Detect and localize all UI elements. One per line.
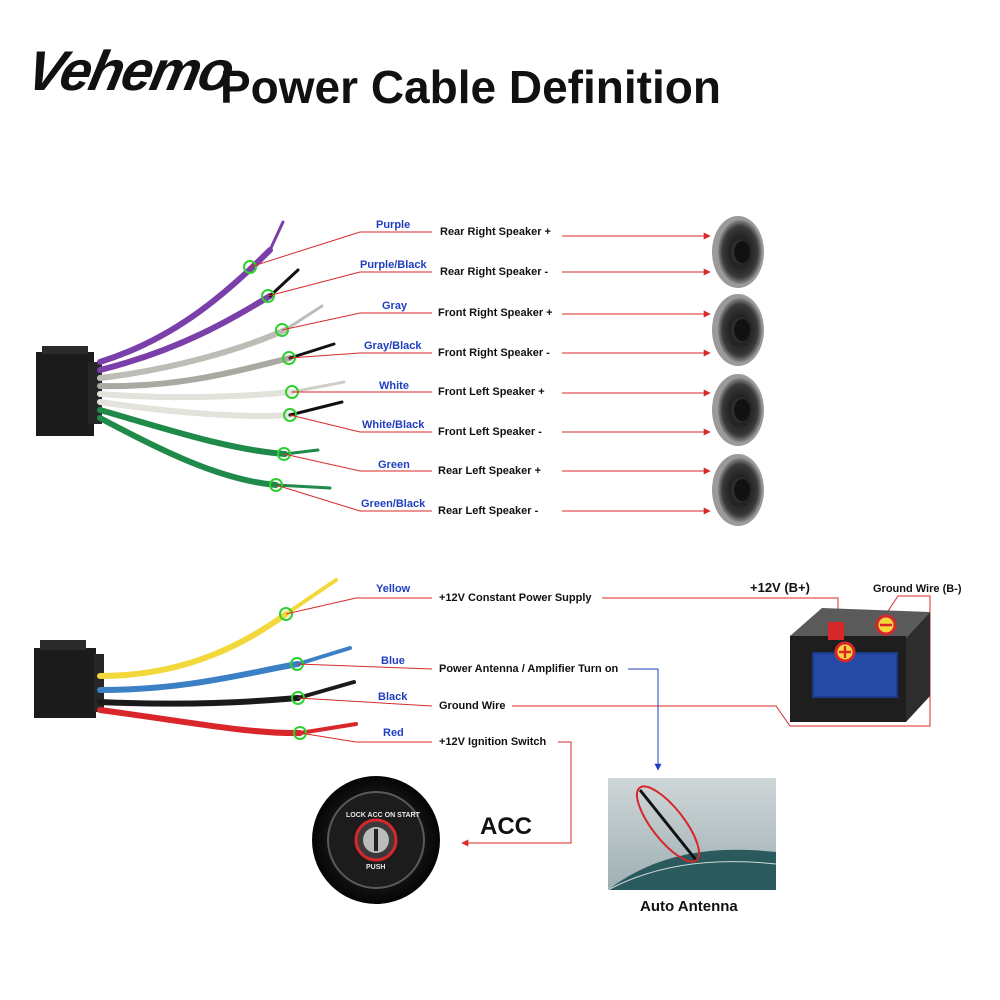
marker-green-black bbox=[269, 478, 283, 492]
function-label-front-left-plus: Front Left Speaker + bbox=[438, 386, 545, 398]
antenna-photo bbox=[607, 778, 777, 891]
function-label-ignition: +12V Ignition Switch bbox=[439, 736, 547, 748]
wire-label-purple-black: Purple/Black bbox=[360, 259, 427, 271]
power-harness-connector bbox=[34, 640, 104, 718]
wire-label-gray: Gray bbox=[382, 300, 408, 312]
function-label-rear-left-minus: Rear Left Speaker - bbox=[438, 505, 539, 517]
battery bbox=[790, 608, 930, 722]
wire-label-red: Red bbox=[383, 727, 404, 739]
function-label-front-left-minus: Front Left Speaker - bbox=[438, 426, 542, 438]
ignition-switch bbox=[312, 776, 440, 904]
ignition-push-text: PUSH bbox=[366, 864, 386, 871]
wire-label-blue: Blue bbox=[381, 655, 405, 667]
speaker-rear-left bbox=[712, 454, 764, 526]
speaker-front-left bbox=[712, 374, 764, 446]
function-label-rear-left-plus: Rear Left Speaker + bbox=[438, 465, 542, 477]
wire-label-green: Green bbox=[378, 459, 410, 471]
wire-label-black: Black bbox=[378, 691, 408, 703]
marker-purple bbox=[243, 260, 257, 274]
marker-gray bbox=[275, 323, 289, 337]
wire-markers bbox=[243, 260, 307, 740]
power-harness-wires bbox=[97, 578, 358, 737]
wire-label-yellow: Yellow bbox=[376, 583, 411, 595]
function-label-constant-power: +12V Constant Power Supply bbox=[439, 592, 592, 604]
acc-label: ACC bbox=[480, 813, 532, 840]
function-label-front-right-plus: Front Right Speaker + bbox=[438, 307, 553, 319]
marker-green bbox=[277, 447, 291, 461]
marker-red bbox=[293, 726, 307, 740]
marker-purple-black bbox=[261, 289, 275, 303]
speaker-rear-right bbox=[712, 216, 764, 288]
function-label-front-right-minus: Front Right Speaker - bbox=[438, 347, 550, 359]
wire-label-gray-black: Gray/Black bbox=[364, 340, 422, 352]
speaker-arrows bbox=[562, 232, 711, 515]
speaker-harness-wires bbox=[97, 220, 346, 490]
wire-label-white-black: White/Black bbox=[362, 419, 425, 431]
wire-label-white: White bbox=[379, 380, 409, 392]
wire-label-green-black: Green/Black bbox=[361, 498, 426, 510]
battery-plus-label: +12V (B+) bbox=[750, 580, 810, 595]
wire-label-purple: Purple bbox=[376, 219, 411, 231]
leader-lines bbox=[249, 231, 433, 743]
function-label-antenna-turn-on: Power Antenna / Amplifier Turn on bbox=[439, 663, 619, 675]
speaker-front-right bbox=[712, 294, 764, 366]
function-label-ground: Ground Wire bbox=[439, 700, 506, 712]
speaker-harness-connector bbox=[36, 346, 102, 436]
marker-yellow bbox=[279, 607, 293, 621]
battery-ground-label: Ground Wire (B-) bbox=[873, 583, 962, 595]
page-title: Power Cable Definition bbox=[220, 61, 721, 113]
marker-white-black bbox=[283, 408, 297, 422]
function-label-rear-right-minus: Rear Right Speaker - bbox=[440, 266, 549, 278]
function-label-rear-right-plus: Rear Right Speaker + bbox=[440, 226, 551, 238]
brand-logo: Vehemo bbox=[21, 39, 239, 102]
ignition-positions-text: LOCK ACC ON START bbox=[346, 812, 420, 819]
antenna-caption: Auto Antenna bbox=[640, 898, 738, 915]
